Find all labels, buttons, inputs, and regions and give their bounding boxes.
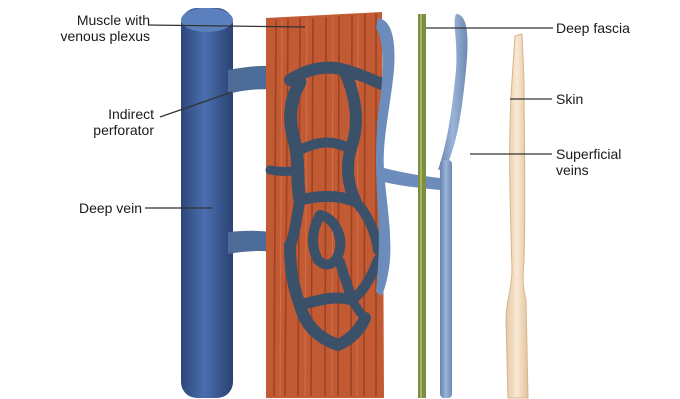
label-muscle-line1: Muscle with: [22, 12, 150, 28]
skin: [506, 34, 528, 398]
label-superficial-line1: Superficial: [556, 146, 621, 162]
label-deep-vein: Deep vein: [30, 200, 142, 216]
label-superficial-line2: veins: [556, 162, 621, 178]
label-indirect-line1: Indirect: [40, 106, 154, 122]
label-deep-fascia: Deep fascia: [556, 20, 630, 36]
label-skin: Skin: [556, 91, 583, 107]
label-indirect-line2: perforator: [40, 122, 154, 138]
deep-fascia: [418, 14, 426, 398]
label-indirect-perforator: Indirect perforator: [40, 106, 154, 138]
deep-vein: [181, 8, 233, 398]
label-muscle: Muscle with venous plexus: [22, 12, 150, 44]
label-muscle-line2: venous plexus: [22, 28, 150, 44]
label-superficial-veins: Superficial veins: [556, 146, 621, 178]
